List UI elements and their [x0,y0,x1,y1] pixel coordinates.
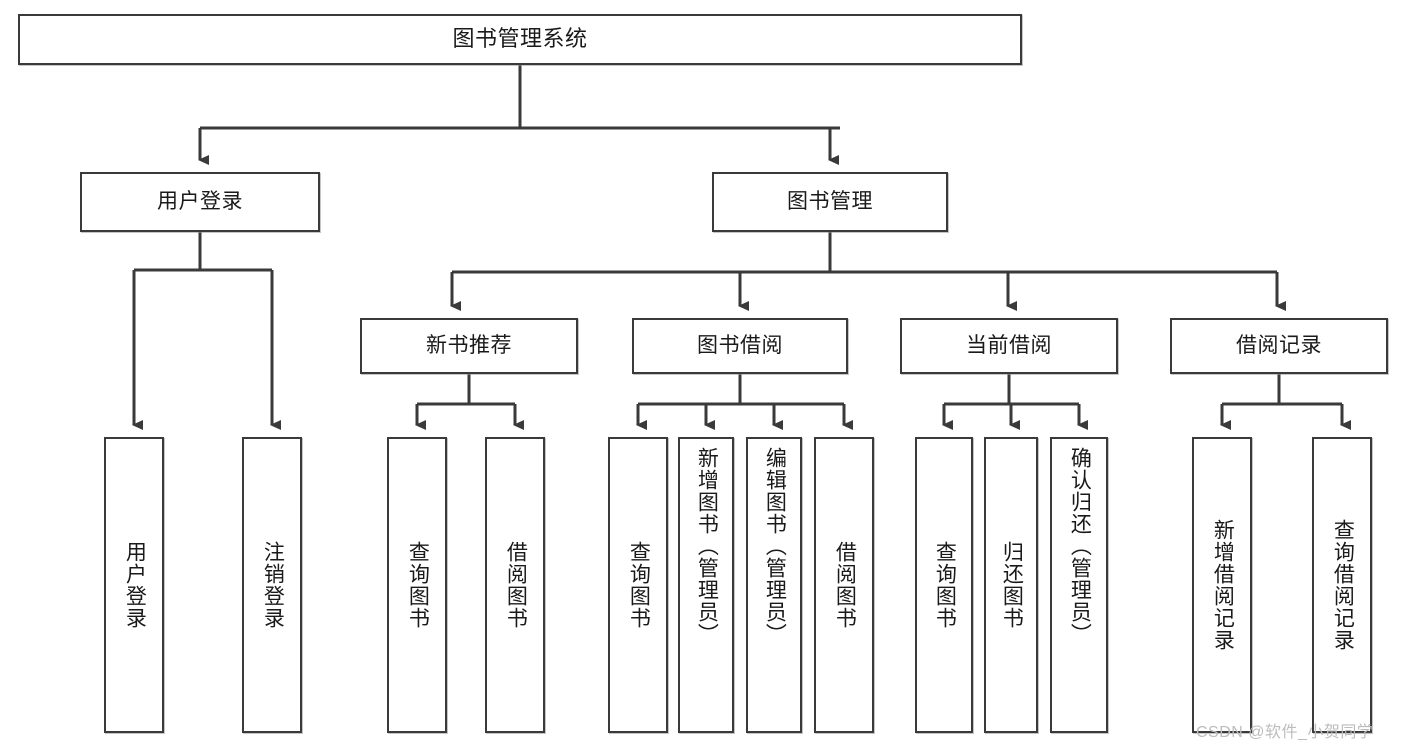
node-leaf-edit-book[interactable]: 编辑图书（管理员） [746,437,802,733]
node-leaf-borrow-book-1[interactable]: 借阅图书 [485,437,545,733]
node-book-manage-label: 图书管理 [787,190,873,214]
node-user-login[interactable]: 用户登录 [80,172,320,232]
node-leaf-query-book-1-label: 查询图书 [406,541,430,629]
node-leaf-query-book-2-label: 查询图书 [627,541,651,629]
node-leaf-confirm-return[interactable]: 确认归还（管理员） [1050,437,1108,733]
node-current-borrow-label: 当前借阅 [966,334,1052,358]
node-leaf-user-login[interactable]: 用户登录 [104,437,164,733]
node-leaf-query-book-1[interactable]: 查询图书 [387,437,447,733]
node-root[interactable]: 图书管理系统 [18,14,1022,65]
node-leaf-borrow-book-1-label: 借阅图书 [504,541,528,629]
node-leaf-borrow-book-2[interactable]: 借阅图书 [814,437,874,733]
node-leaf-return-book-label: 归还图书 [1000,541,1024,629]
node-new-book-rec-label: 新书推荐 [426,334,512,358]
node-root-label: 图书管理系统 [452,26,588,52]
node-borrow-record-label: 借阅记录 [1236,334,1322,358]
node-book-borrow-label: 图书借阅 [697,334,783,358]
node-leaf-return-book[interactable]: 归还图书 [984,437,1038,733]
node-leaf-add-record[interactable]: 新增借阅记录 [1192,437,1252,733]
node-leaf-add-book-label: 新增图书（管理员） [695,447,719,645]
node-leaf-add-record-label: 新增借阅记录 [1211,519,1235,651]
node-user-login-label: 用户登录 [157,190,243,214]
csdn-watermark-text: CSDN @软件_小贺同学 [1196,724,1374,741]
node-leaf-query-record-label: 查询借阅记录 [1331,519,1355,651]
node-leaf-query-book-3-label: 查询图书 [933,541,957,629]
node-leaf-confirm-return-label: 确认归还（管理员） [1068,447,1092,645]
node-leaf-query-book-2[interactable]: 查询图书 [608,437,668,733]
csdn-watermark: CSDN @软件_小贺同学 [1196,718,1373,742]
node-leaf-add-book[interactable]: 新增图书（管理员） [678,437,734,733]
node-leaf-query-record[interactable]: 查询借阅记录 [1312,437,1372,733]
node-current-borrow[interactable]: 当前借阅 [900,318,1118,374]
node-leaf-edit-book-label: 编辑图书（管理员） [763,447,787,645]
node-leaf-borrow-book-2-label: 借阅图书 [833,541,857,629]
node-book-manage[interactable]: 图书管理 [712,172,948,232]
node-leaf-logout-login-label: 注销登录 [261,541,285,629]
node-leaf-logout-login[interactable]: 注销登录 [242,437,302,733]
node-leaf-user-login-label: 用户登录 [123,541,147,629]
node-new-book-rec[interactable]: 新书推荐 [360,318,578,374]
node-book-borrow[interactable]: 图书借阅 [632,318,848,374]
node-borrow-record[interactable]: 借阅记录 [1170,318,1388,374]
node-leaf-query-book-3[interactable]: 查询图书 [915,437,973,733]
